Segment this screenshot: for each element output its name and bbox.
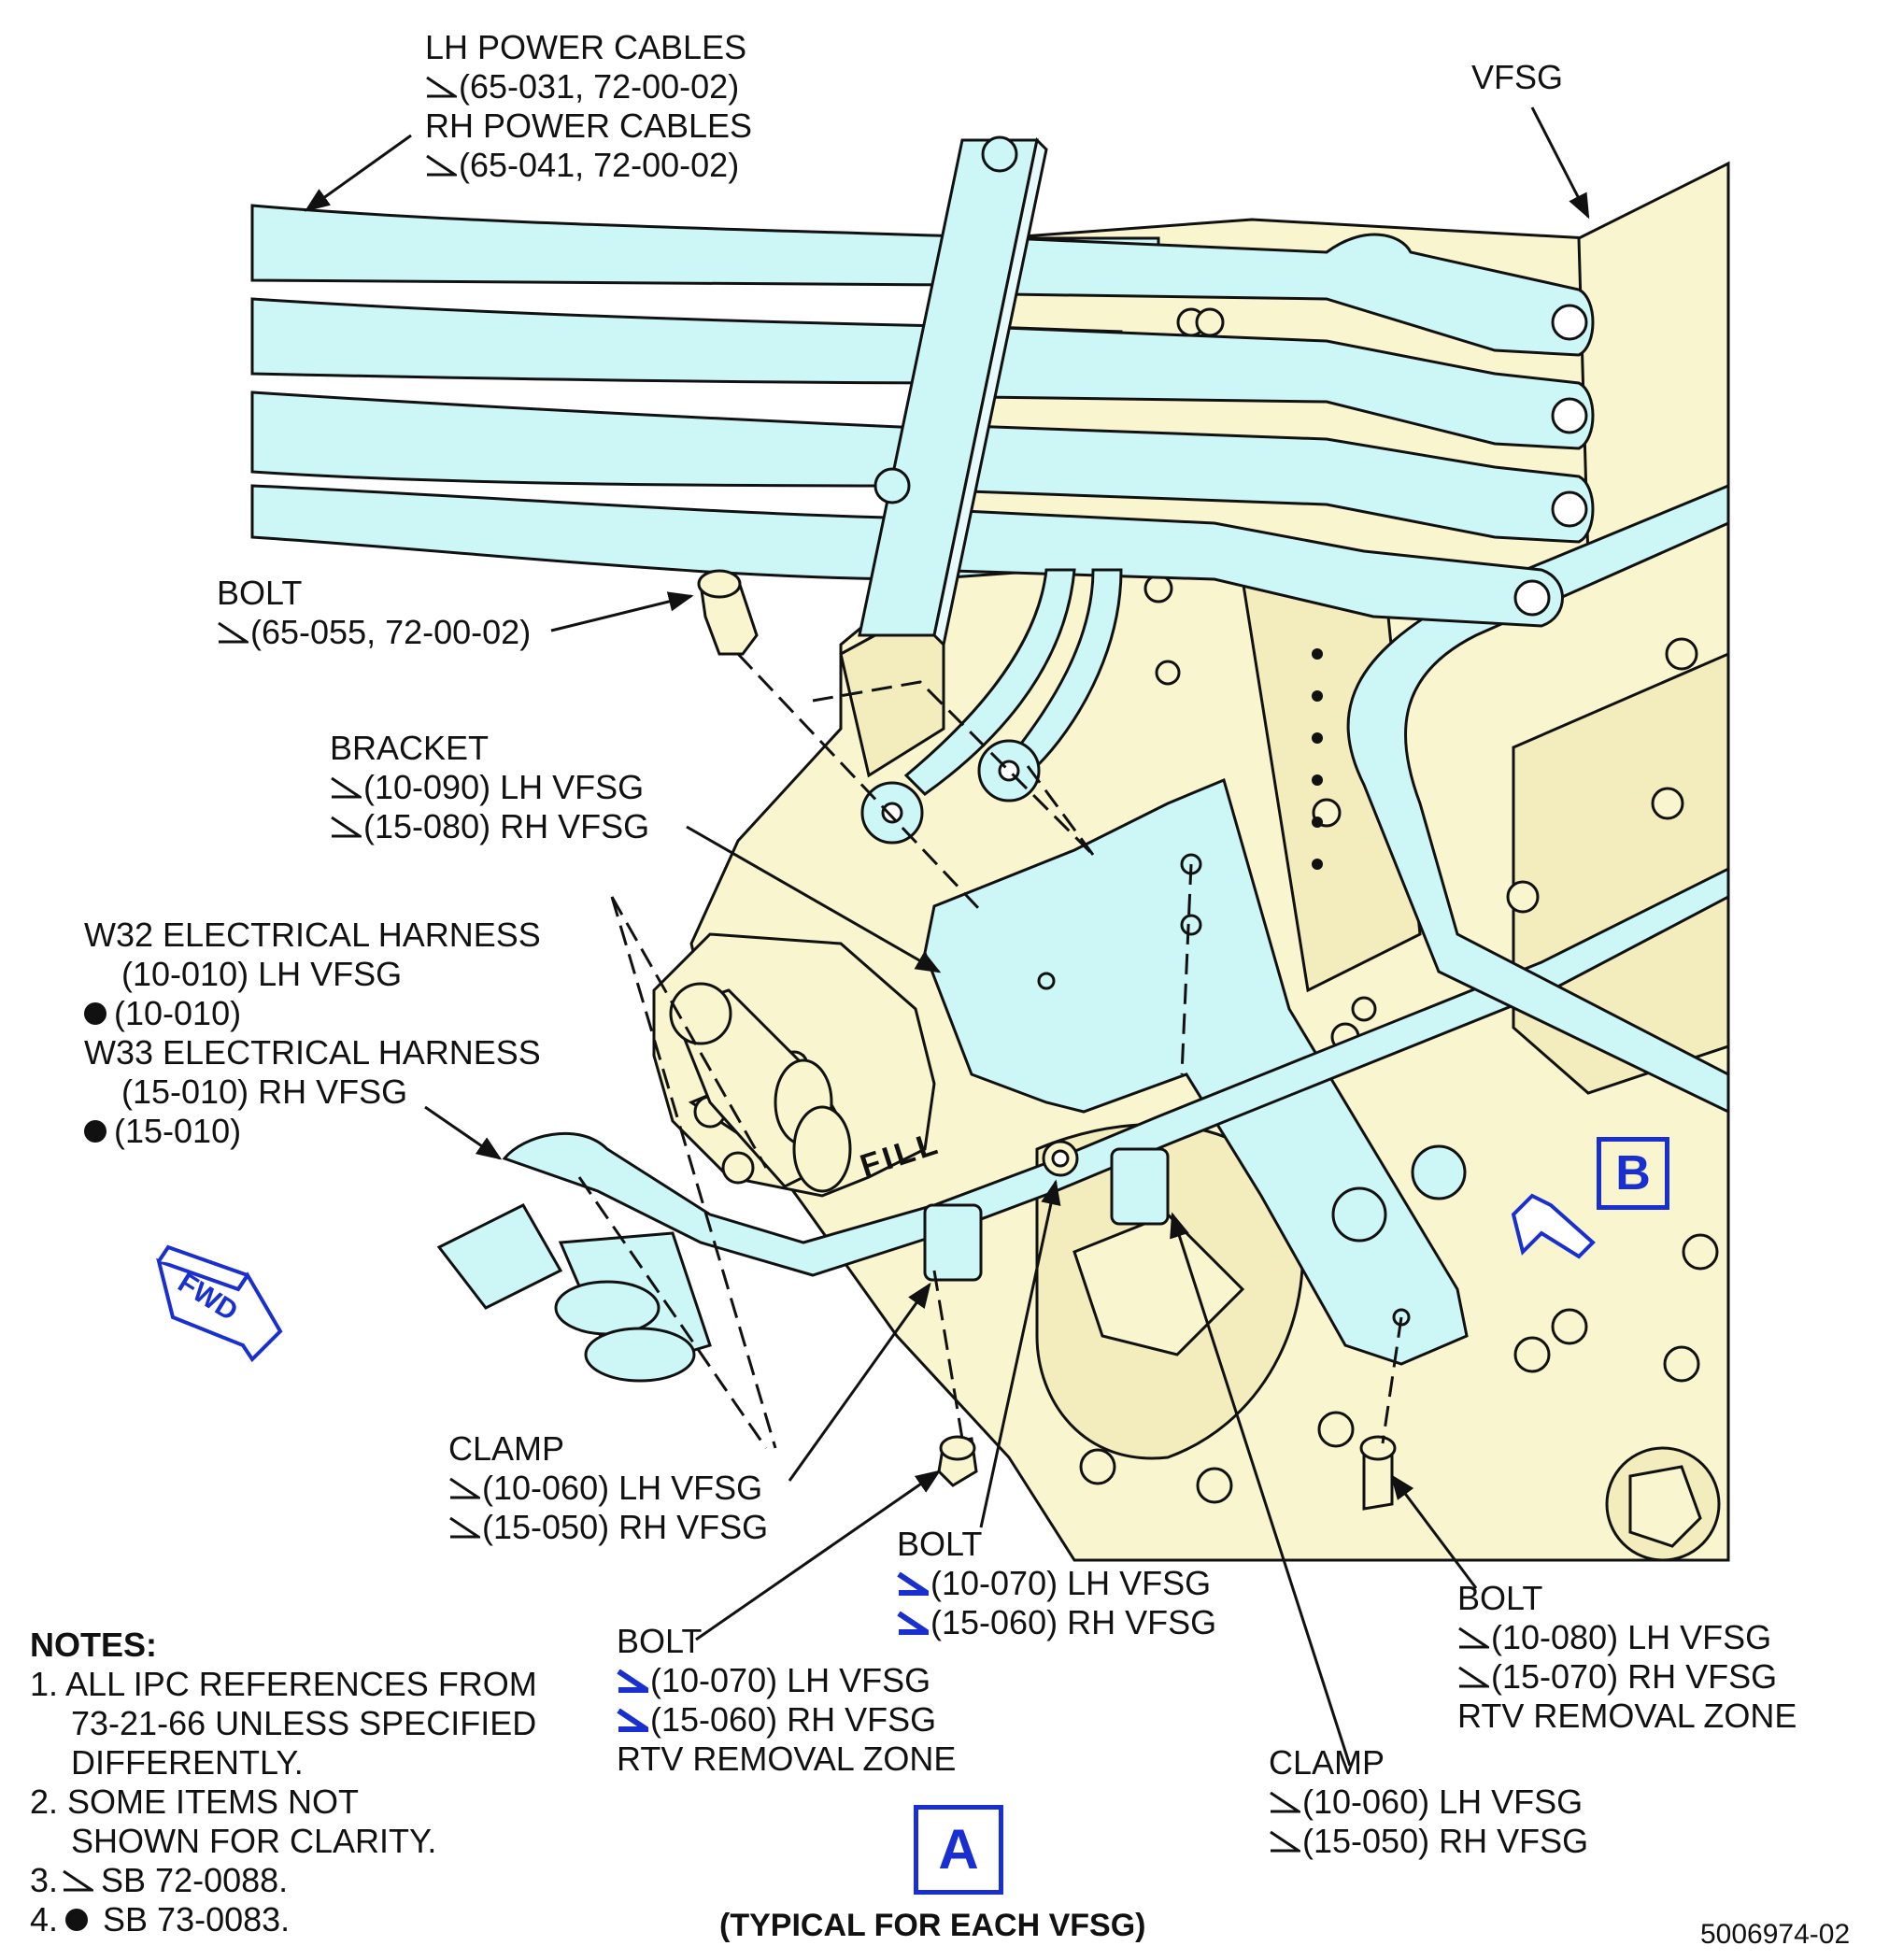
note-1-line-2: 73-21-66 UNLESS SPECIFIED (71, 1704, 537, 1742)
label-w32-lh: (10-010) LH VFSG (121, 955, 403, 993)
label-clamp-left-lh: (10-060) LH VFSG (448, 1469, 768, 1508)
notes-title: NOTES: (30, 1626, 158, 1664)
label-rh-power-cables-ref: (65-041, 72-00-02) (425, 146, 752, 185)
sb-73-0083-dot-icon (65, 1909, 89, 1931)
label-bolt-mid-title: BOLT (897, 1525, 983, 1563)
label-bolt-right-lh: (10-080) LH VFSG (1457, 1618, 1797, 1657)
sb-72-0088-triangle-icon (425, 148, 460, 177)
sb-72-0088-triangle-icon (330, 809, 364, 838)
cable-retaining-bar (858, 135, 1048, 648)
label-w33-harness: W33 ELECTRICAL HARNESS (84, 1033, 541, 1072)
label-power-cables: LH POWER CABLES (65-031, 72-00-02) RH PO… (425, 28, 752, 185)
label-bolt-top: BOLT (65-055, 72-00-02) (217, 574, 531, 652)
sb-72-0088-triangle-icon (1457, 1659, 1492, 1688)
label-rh-power-cables: RH POWER CABLES (425, 107, 753, 145)
label-clamp-bottom-title: CLAMP (1269, 1743, 1385, 1782)
label-bolt-right-title: BOLT (1457, 1579, 1543, 1617)
view-b-arrow (1511, 1193, 1596, 1259)
sb-73-0083-dot-icon (84, 1002, 107, 1025)
label-clamp-bottom: CLAMP (10-060) LH VFSG (15-050) RH VFSG (1269, 1743, 1588, 1861)
label-vfsg: VFSG (1471, 58, 1564, 96)
sb-73-0083-dot-icon (84, 1120, 107, 1143)
note-3: 3.SB 72-0088. (30, 1861, 289, 1899)
power-cables (250, 204, 1595, 845)
sb-72-0088-triangle-icon (425, 69, 460, 98)
label-bolt-lower: BOLT (10-070) LH VFSG (15-060) RH VFSG R… (617, 1622, 956, 1779)
sb-72-0088-triangle-icon (217, 615, 251, 644)
label-bolt-right-rtv: RTV REMOVAL ZONE (1457, 1697, 1797, 1735)
label-bolt-top-ref: (65-055, 72-00-02) (217, 613, 531, 652)
label-bolt-right: BOLT (10-080) LH VFSG (15-070) RH VFSG R… (1457, 1579, 1797, 1736)
label-bolt-mid-rh: (15-060) RH VFSG (897, 1603, 1216, 1642)
label-bracket-title: BRACKET (330, 729, 490, 767)
label-bolt-right-rh: (15-070) RH VFSG (1457, 1657, 1797, 1697)
sb-72-0088-triangle-icon (330, 770, 364, 799)
revision-triangle-icon (897, 1566, 936, 1596)
label-clamp-bottom-rh: (15-050) RH VFSG (1269, 1822, 1588, 1861)
sb-72-0088-triangle-icon (1269, 1824, 1303, 1853)
revision-triangle-icon (897, 1605, 936, 1635)
revision-triangle-icon (617, 1702, 656, 1732)
loose-bolts (697, 569, 1397, 1511)
note-1-line-3: DIFFERENTLY. (71, 1743, 304, 1782)
leader-lines (304, 107, 1590, 1767)
label-typical: (TYPICAL FOR EACH VFSG) (719, 1908, 1146, 1943)
sb-72-0088-triangle-icon (448, 1510, 483, 1539)
view-a-callout[interactable]: A (914, 1805, 1003, 1895)
label-bolt-top-title: BOLT (217, 574, 303, 612)
sb-72-0088-triangle-icon (448, 1470, 483, 1499)
label-bracket-rh: (15-080) RH VFSG (330, 807, 649, 846)
label-bracket: BRACKET (10-090) LH VFSG (15-080) RH VFS… (330, 729, 649, 846)
note-1-line-1: 1. ALL IPC REFERENCES FROM (30, 1665, 537, 1703)
label-w33-rh: (15-010) RH VFSG (121, 1072, 408, 1111)
label-bolt-mid-lh: (10-070) LH VFSG (897, 1564, 1216, 1603)
fwd-arrow-icon (156, 1244, 283, 1363)
label-bracket-lh: (10-090) LH VFSG (330, 768, 649, 807)
revision-triangle-icon (617, 1663, 656, 1693)
label-lh-power-cables: LH POWER CABLES (425, 28, 747, 66)
sb-72-0088-triangle-icon (1457, 1620, 1492, 1649)
alignment-lines (577, 652, 1403, 1449)
note-4: 4.SB 73-0083. (30, 1900, 291, 1939)
label-clamp-bottom-lh: (10-060) LH VFSG (1269, 1782, 1588, 1822)
label-harness: W32 ELECTRICAL HARNESS (10-010) LH VFSG … (84, 916, 541, 1151)
note-2-line-2: SHOWN FOR CLARITY. (71, 1822, 437, 1860)
notes-block: NOTES: 1. ALL IPC REFERENCES FROM 73-21-… (30, 1626, 537, 1939)
label-w32-sb: (10-010) (84, 994, 541, 1033)
label-clamp-left: CLAMP (10-060) LH VFSG (15-050) RH VFSG (448, 1429, 768, 1547)
label-w33-sb: (15-010) (84, 1112, 541, 1151)
label-lh-power-cables-ref: (65-031, 72-00-02) (425, 67, 752, 107)
harness-connector (669, 982, 852, 1193)
figure-number: 5006974-02 (1700, 1919, 1851, 1950)
sb-72-0088-triangle-icon (1269, 1784, 1303, 1813)
note-2-line-1: 2. SOME ITEMS NOT (30, 1782, 360, 1821)
label-bolt-lower-rtv: RTV REMOVAL ZONE (617, 1740, 957, 1778)
label-clamp-left-title: CLAMP (448, 1429, 565, 1468)
label-bolt-mid: BOLT (10-070) LH VFSG (15-060) RH VFSG (897, 1525, 1216, 1642)
view-b-callout[interactable]: B (1597, 1137, 1669, 1210)
label-clamp-left-rh: (15-050) RH VFSG (448, 1508, 768, 1547)
electrical-harness (436, 483, 1730, 1383)
sb-72-0088-triangle-icon (62, 1863, 96, 1892)
label-bolt-lower-rh: (15-060) RH VFSG (617, 1700, 956, 1740)
label-bolt-lower-lh: (10-070) LH VFSG (617, 1661, 956, 1700)
label-bolt-lower-title: BOLT (617, 1622, 703, 1660)
label-w32-harness: W32 ELECTRICAL HARNESS (84, 916, 541, 954)
